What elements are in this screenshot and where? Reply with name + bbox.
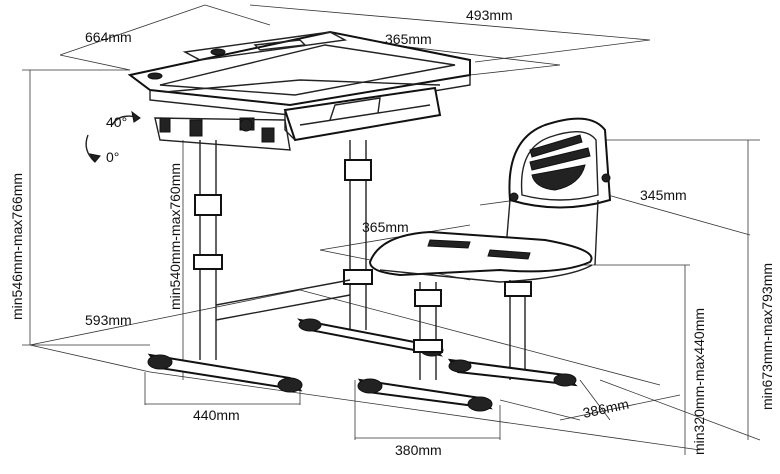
label-desk-depth: 664mm <box>85 29 132 45</box>
label-desk-base-depth: 593mm <box>85 312 132 328</box>
label-tilt-up: 40° <box>106 114 127 130</box>
label-tray-width: 365mm <box>385 31 432 47</box>
label-chair-base-width: 380mm <box>395 442 442 458</box>
label-chair-base-depth: 386mm <box>581 396 630 421</box>
label-desk-base-width: 440mm <box>193 407 240 423</box>
label-tilt-flat: 0° <box>106 149 119 165</box>
desk-left-foot <box>147 353 303 392</box>
label-chair-total-height: min673mm-max793mm <box>759 263 775 410</box>
label-leg-height-range: min540mm-max760mm <box>167 163 183 310</box>
desk <box>127 30 471 393</box>
label-backrest-width: 345mm <box>640 187 687 203</box>
tilt-indicator <box>85 110 141 163</box>
desk-drawer <box>283 86 442 142</box>
chair-seat <box>368 230 593 277</box>
label-desk-height-range: min546mm-max766mm <box>9 173 25 320</box>
label-seat-height-range: min320mm-max440mm <box>691 308 707 455</box>
label-desk-width: 493mm <box>466 7 513 23</box>
desk-left-leg <box>199 140 217 360</box>
label-seat-depth: 365mm <box>362 219 409 235</box>
chair <box>357 117 612 412</box>
